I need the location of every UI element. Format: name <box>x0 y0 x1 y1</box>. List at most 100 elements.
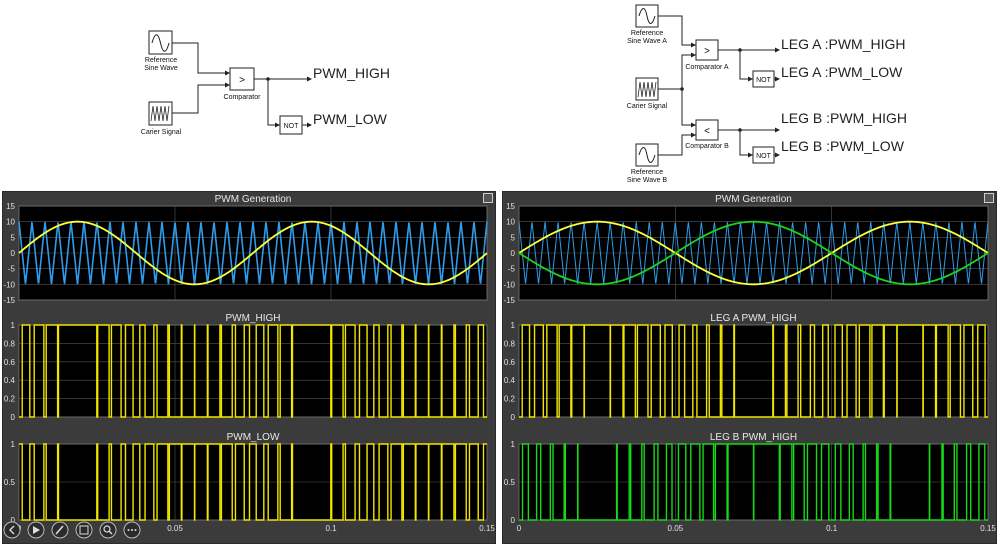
undock-icon[interactable] <box>483 193 493 203</box>
y-tick-label: -15 <box>503 296 515 305</box>
pen-icon[interactable] <box>51 521 69 539</box>
left-model: Reference Sine Wave Carier Signal > Comp… <box>141 30 390 136</box>
plot-area <box>518 324 989 418</box>
not-label: NOT <box>284 123 300 130</box>
comparator-symbol: > <box>239 75 245 86</box>
pulse-series-line <box>519 324 988 418</box>
comparator-block[interactable]: > <box>229 67 255 91</box>
y-tick-label: 15 <box>6 202 15 211</box>
plot-area <box>18 324 488 418</box>
y-tick-label: 10 <box>6 218 15 227</box>
comparator-a-symbol: > <box>704 46 710 57</box>
x-tick-label: 0.15 <box>479 524 495 533</box>
x-tick-label: 0.1 <box>826 524 838 533</box>
reference-series-line-1 <box>18 220 488 286</box>
x-tick-label: 0 <box>517 524 522 533</box>
y-tick-label: -15 <box>3 296 15 305</box>
not-block-a[interactable]: NOT <box>752 70 775 88</box>
y-tick-label: 0.6 <box>4 358 16 367</box>
zoom-icon[interactable] <box>99 521 117 539</box>
out-leg-a-high-label: LEG A :PWM_HIGH <box>781 36 905 52</box>
sine-label-line1: Reference <box>145 57 177 64</box>
reference-sine-block[interactable] <box>148 30 173 55</box>
sine-b-label-line1: Reference <box>631 169 663 176</box>
y-tick-label: 1 <box>511 440 516 449</box>
y-tick-label: 0.4 <box>504 376 516 385</box>
carrier-label: Carier Signal <box>141 129 182 136</box>
not-b-label: NOT <box>756 153 772 160</box>
y-tick-label: 0.5 <box>504 478 516 487</box>
plot-title: LEG A PWM_HIGH <box>710 313 796 324</box>
y-tick-label: 1 <box>511 321 516 330</box>
pulse-series-line <box>19 324 487 418</box>
sine-label-line2: Sine Wave <box>144 65 178 72</box>
plot-title: PWM Generation <box>715 194 792 205</box>
block-diagram: Reference Sine Wave Carier Signal > Comp… <box>141 4 907 184</box>
y-tick-label: 15 <box>506 202 515 211</box>
out-pwm-low-label: PWM_LOW <box>313 111 388 127</box>
right-model: Reference Sine Wave A Carier Signal Refe… <box>627 4 907 184</box>
y-tick-label: 0 <box>11 249 16 258</box>
comparator-b-block[interactable]: < <box>695 119 719 141</box>
out-pwm-high-label: PWM_HIGH <box>313 65 390 81</box>
y-tick-label: 1 <box>11 321 16 330</box>
y-tick-label: 0 <box>11 413 16 422</box>
y-tick-label: 0.6 <box>504 358 516 367</box>
carrier-signal-block[interactable] <box>148 101 173 126</box>
plot-title: PWM_HIGH <box>226 313 281 324</box>
out-leg-b-high-label: LEG B :PWM_HIGH <box>781 110 907 126</box>
layout-icon[interactable] <box>75 521 93 539</box>
arrow-left-icon[interactable] <box>3 521 21 539</box>
sine-a-label-line2: Sine Wave A <box>627 38 667 45</box>
y-tick-label: 0 <box>511 413 516 422</box>
not-block-b[interactable]: NOT <box>752 146 775 164</box>
undock-icon-right[interactable] <box>984 193 994 203</box>
play-icon[interactable] <box>27 521 45 539</box>
scope-left-plots: PWM Generation-15-10-5051015PWM_HIGH00.2… <box>3 194 495 533</box>
x-tick-label: 0.05 <box>167 524 183 533</box>
reference-sine-a-block[interactable] <box>635 4 659 28</box>
plot-title: LEG B PWM_HIGH <box>710 432 797 443</box>
scope-toolbar <box>3 521 141 539</box>
reference-sine-b-block[interactable] <box>635 143 659 167</box>
y-tick-label: 0.8 <box>504 339 516 348</box>
pulse-series-line <box>519 443 988 521</box>
y-tick-label: 0.5 <box>4 478 16 487</box>
out-leg-a-low-label: LEG A :PWM_LOW <box>781 64 903 80</box>
more-icon[interactable] <box>123 521 141 539</box>
y-tick-label: 0.4 <box>4 376 16 385</box>
carrier-signal-block-right[interactable] <box>635 77 659 101</box>
reference-series-line-2 <box>518 220 989 286</box>
y-tick-label: 0 <box>511 516 516 525</box>
y-tick-label: -5 <box>508 265 516 274</box>
x-tick-label: 0.15 <box>980 524 996 533</box>
out-leg-b-low-label: LEG B :PWM_LOW <box>781 138 905 154</box>
reference-series-line-1 <box>518 220 989 286</box>
y-tick-label: 0 <box>511 249 516 258</box>
y-tick-label: 0 <box>11 516 16 525</box>
not-block[interactable]: NOT <box>279 115 303 135</box>
not-a-label: NOT <box>756 77 772 84</box>
y-tick-label: -10 <box>3 280 15 289</box>
comparator-b-symbol: < <box>704 126 710 137</box>
y-tick-label: 0.2 <box>4 395 16 404</box>
carrier-label-right: Carier Signal <box>627 103 668 110</box>
x-tick-label: 0.1 <box>325 524 337 533</box>
carrier-series-line <box>18 221 488 285</box>
plot-title: PWM Generation <box>215 194 292 205</box>
comparator-b-label: Comparator B <box>685 143 729 150</box>
y-tick-label: 10 <box>506 218 515 227</box>
pulse-series-line <box>19 443 487 521</box>
x-tick-label: 0.05 <box>668 524 684 533</box>
y-tick-label: 5 <box>11 233 16 242</box>
comparator-a-block[interactable]: > <box>695 39 719 61</box>
y-tick-label: -5 <box>8 265 16 274</box>
plot-panel-right-leg-b-pwm-high: LEG B PWM_HIGH 0 0.5 1 0 0.05 0.1 0.15 <box>504 432 996 533</box>
y-tick-label: 5 <box>511 233 516 242</box>
